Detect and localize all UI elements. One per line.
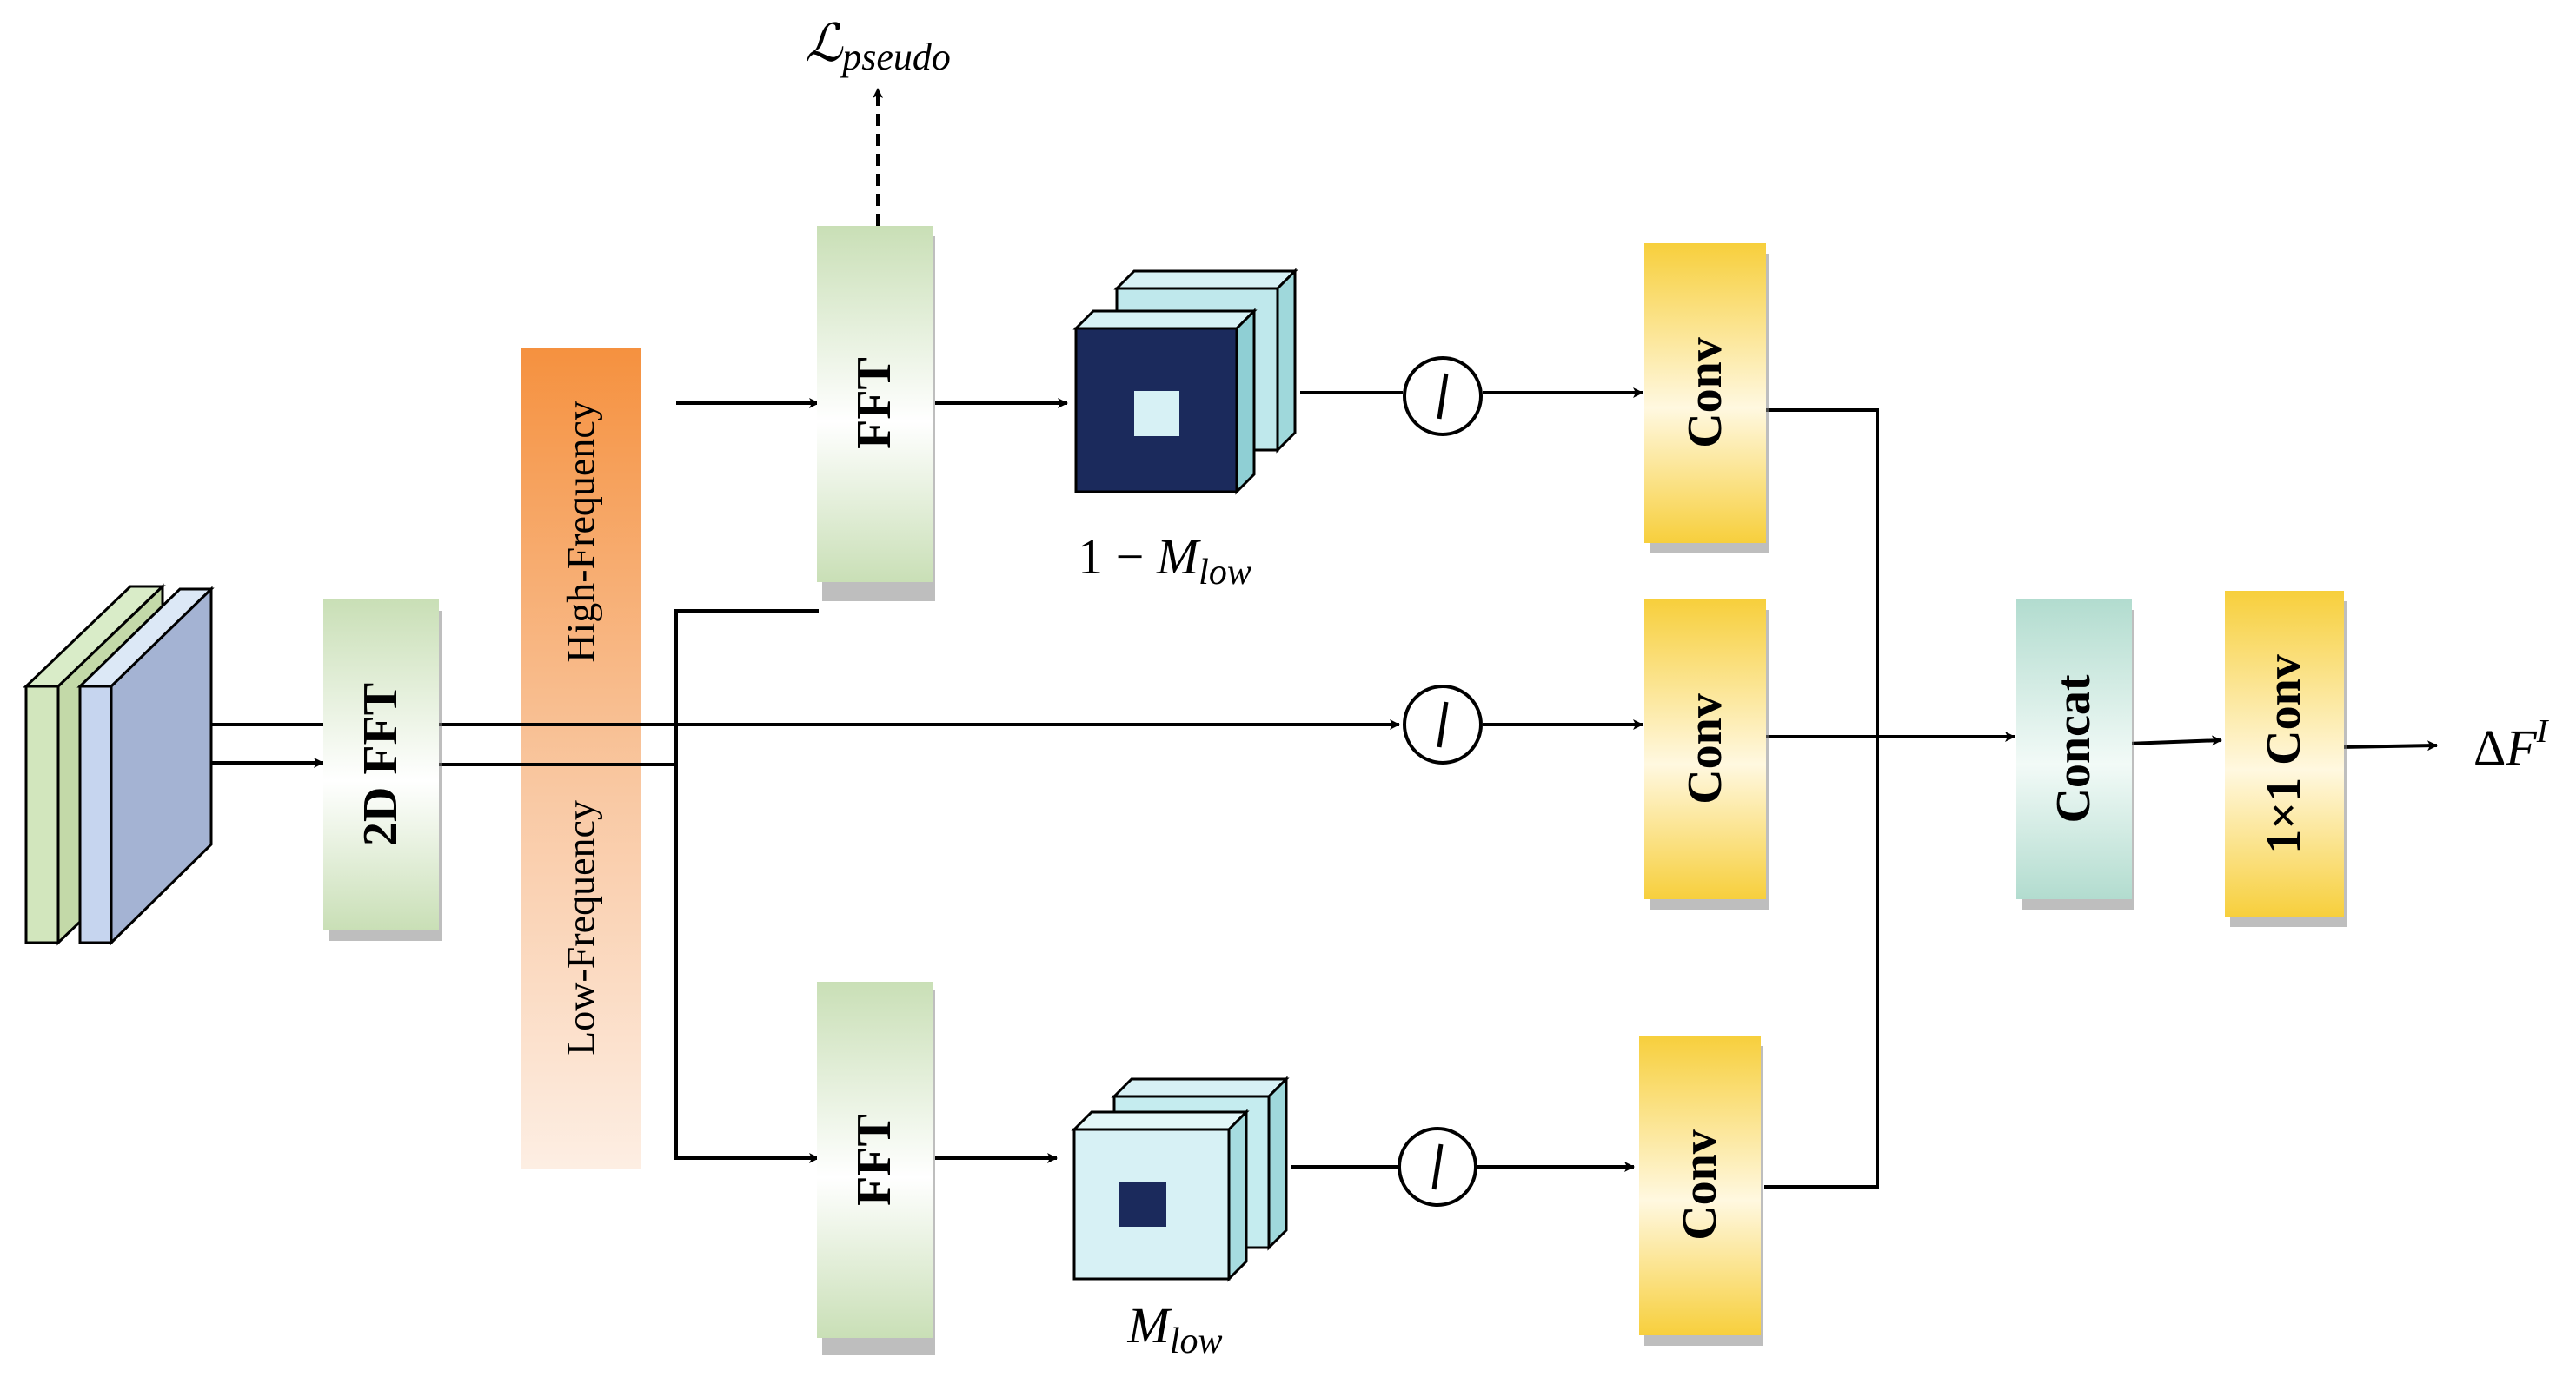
- concat-block: Concat: [2016, 599, 2134, 910]
- high-frequency-label: High-Frequency: [559, 401, 603, 662]
- conv-top-block: Conv: [1644, 243, 1769, 553]
- band-crossing-lines: [521, 723, 641, 766]
- input-feature-stack: [23, 583, 215, 946]
- fft-bottom-block: FFT: [817, 982, 935, 1355]
- pseudo-loss-label: ℒpseudo: [805, 15, 951, 78]
- fft-bottom-label: FFT: [847, 1114, 901, 1206]
- high-pass-mask: [1072, 268, 1298, 495]
- ifft-node-bottom: [1398, 1127, 1477, 1207]
- fft-top-label: FFT: [847, 357, 901, 449]
- conv1x1-block: 1×1 Conv: [2225, 591, 2347, 927]
- concat-label: Concat: [2047, 674, 2101, 823]
- conv-top-label: Conv: [1678, 337, 1732, 448]
- ifft-node-top: [1403, 356, 1483, 436]
- fft-top-block: FFT: [817, 226, 935, 601]
- low-pass-mask-label: Mlow: [1126, 1297, 1222, 1361]
- fft2d-label: 2D FFT: [354, 683, 408, 846]
- low-pass-mask: [1071, 1076, 1290, 1282]
- low-frequency-label: Low-Frequency: [559, 800, 603, 1056]
- conv-bottom-block: Conv: [1639, 1036, 1763, 1346]
- output-label: ΔFI: [2473, 713, 2550, 776]
- frequency-band: High-Frequency Low-Frequency: [521, 348, 641, 1169]
- fft2d-block: 2D FFT: [323, 599, 442, 941]
- conv-mid-block: Conv: [1644, 599, 1769, 910]
- conv-mid-label: Conv: [1678, 693, 1732, 805]
- conv1x1-label: 1×1 Conv: [2257, 654, 2311, 854]
- high-pass-mask-label: 1 − Mlow: [1078, 528, 1251, 593]
- ifft-node-mid: [1403, 685, 1483, 765]
- conv-bottom-label: Conv: [1673, 1129, 1727, 1241]
